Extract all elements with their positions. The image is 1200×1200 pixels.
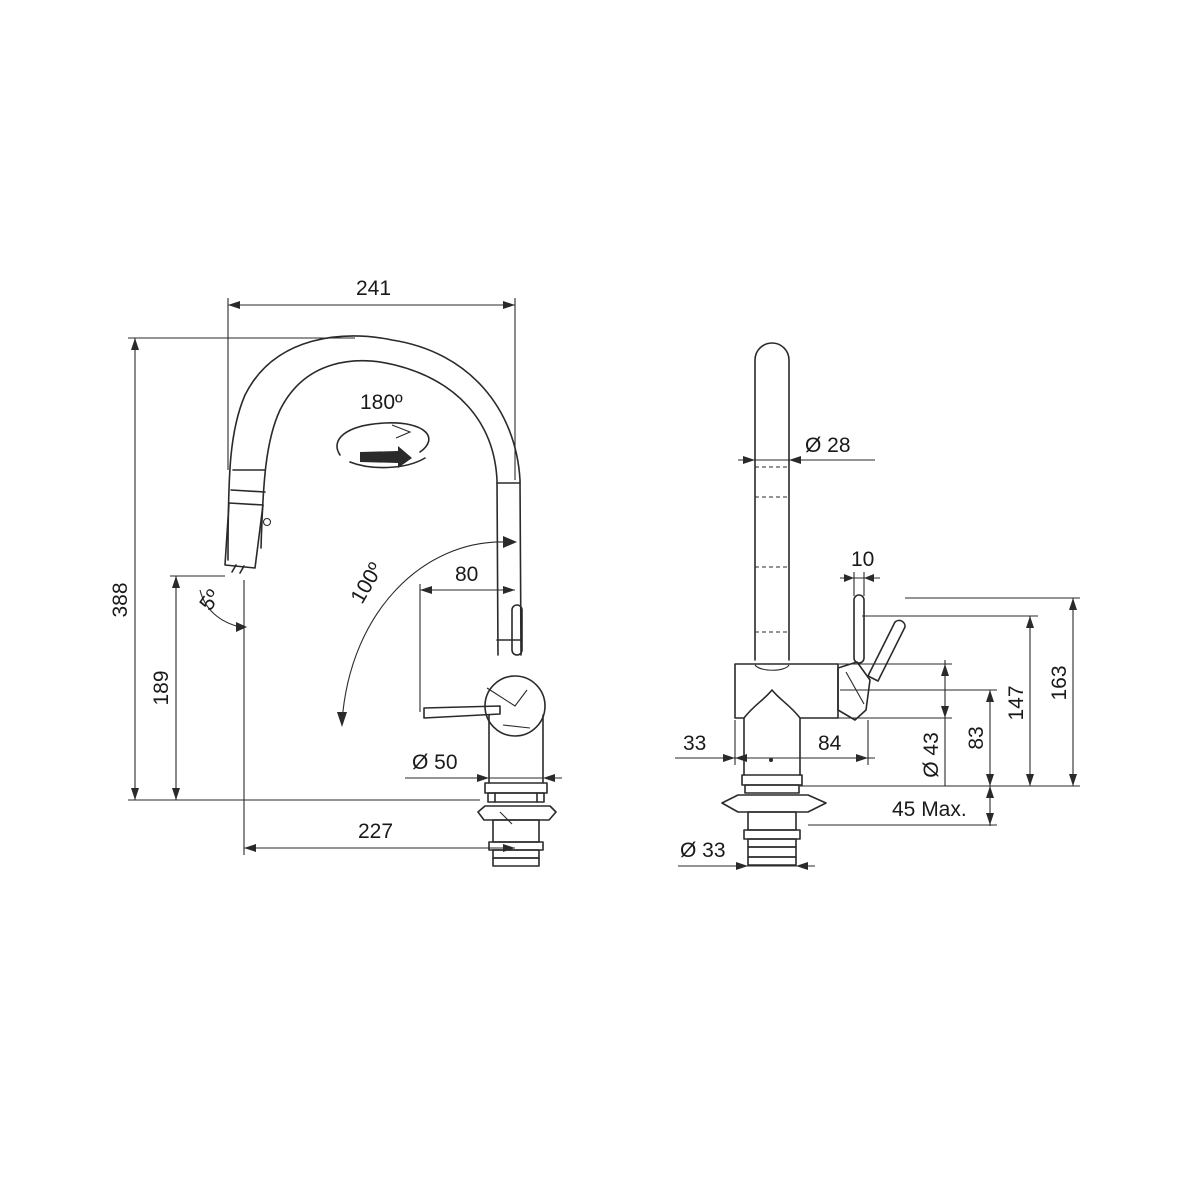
front-view: 241 388 189 227 80 Ø 50 180º 100º 5º [109, 277, 562, 867]
side-base-fitting [721, 758, 827, 866]
side-cartridge [837, 661, 871, 721]
dim-height-total: 388 [109, 582, 132, 617]
spout-inner-contour [260, 360, 499, 656]
dim-height-163: 163 [1048, 665, 1071, 700]
lever-swing-arc [341, 541, 506, 723]
rotation-arrow-icon [336, 422, 430, 469]
spray-head [224, 469, 272, 574]
angle-rotation: 180º [360, 391, 403, 414]
dim-width-top: 241 [356, 277, 391, 300]
dim-shank-diameter: Ø 33 [680, 839, 726, 862]
side-spout [754, 342, 790, 661]
dim-worktop-max: 45 Max. [892, 798, 967, 821]
front-base-fitting [477, 782, 557, 867]
dim-offset-33: 33 [683, 732, 706, 755]
angle-lever: 100º [346, 559, 387, 608]
dim-height-83: 83 [965, 726, 988, 749]
lever-arm-rotated [423, 705, 501, 719]
side-lever-vertical [853, 594, 865, 664]
dim-height-147: 147 [1005, 685, 1028, 720]
angle-spray: 5º [195, 586, 225, 615]
dim-spout-diameter: Ø 28 [805, 434, 851, 457]
spray-button-icon [262, 517, 272, 527]
dim-length-84: 84 [818, 732, 842, 755]
side-lever-tilted [867, 619, 906, 682]
side-body [734, 663, 839, 719]
dim-lever-reach: 80 [455, 563, 478, 586]
dim-reach: 227 [358, 820, 393, 843]
dim-height-spout: 189 [150, 670, 173, 705]
dim-base-diameter: Ø 50 [412, 751, 458, 774]
lever-post [511, 604, 523, 656]
side-view: Ø 28 10 163 147 83 Ø 43 33 84 45 Max. Ø … [675, 342, 1080, 870]
dim-lever-width: 10 [851, 548, 874, 571]
spout-outer-contour [227, 335, 522, 656]
dim-body-diameter: Ø 43 [920, 732, 943, 778]
